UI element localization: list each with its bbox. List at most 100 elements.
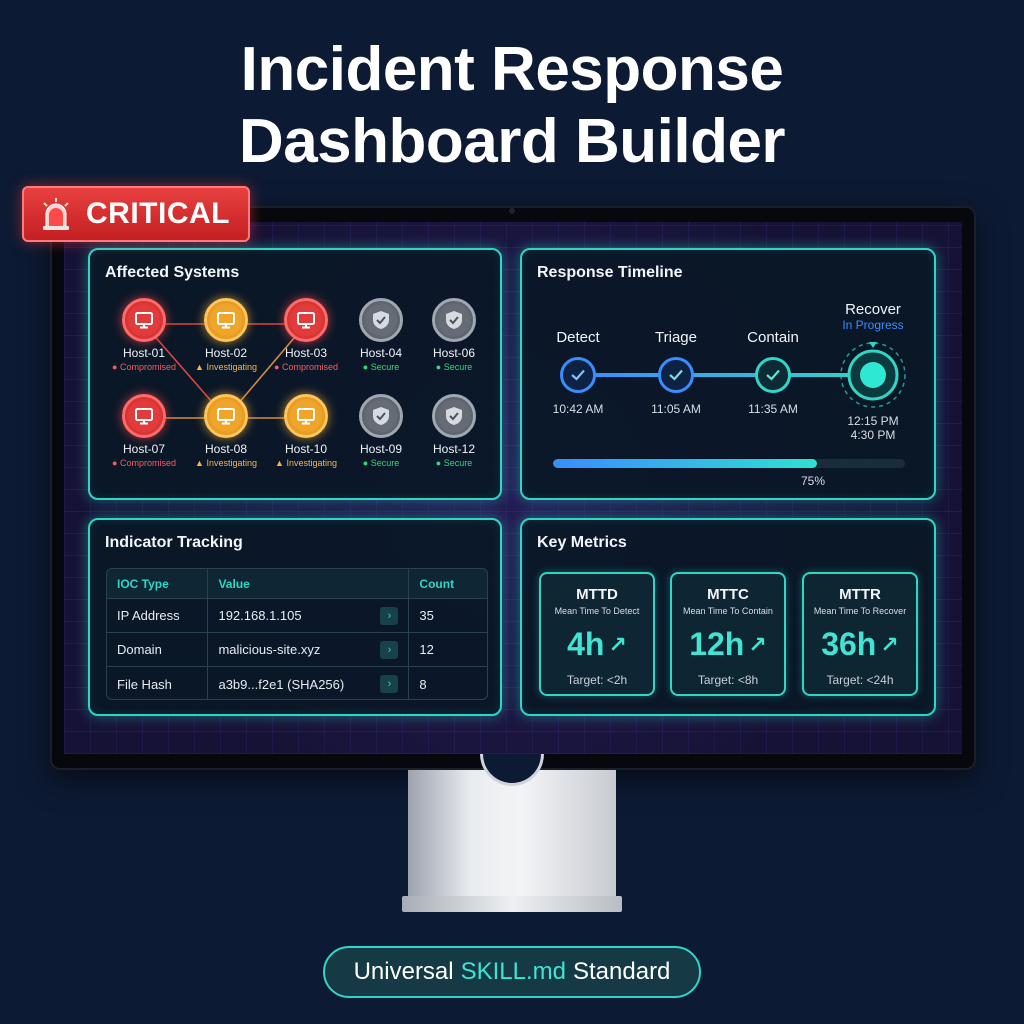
ioc-table-header: IOC Type Value Count xyxy=(107,569,487,599)
host-status-ring xyxy=(432,394,476,438)
metric-value: 4h xyxy=(567,626,605,662)
status-indicator-icon: ▲ xyxy=(275,458,287,468)
host-status-ring xyxy=(284,298,328,342)
host-status-ring xyxy=(204,394,248,438)
chevron-right-icon[interactable]: › xyxy=(380,606,399,625)
timeline-step-contain: Contain xyxy=(728,329,818,346)
chevron-right-icon[interactable]: › xyxy=(380,640,399,659)
status-indicator-icon: ● xyxy=(435,362,444,372)
host-name: Host-01 xyxy=(122,346,166,360)
status-indicator-icon: ● xyxy=(274,362,282,372)
monitor-stand xyxy=(408,770,616,898)
critical-badge: CRITICAL xyxy=(22,186,250,242)
host-status-text: Investigating xyxy=(206,362,257,372)
arrow-up-right-icon: ↗ xyxy=(748,631,767,657)
timeline-step-sublabel: In Progress xyxy=(842,318,904,332)
status-indicator-icon: ▲ xyxy=(195,362,207,372)
response-progress-fill xyxy=(553,459,817,468)
host-node[interactable]: Host-12● Secure xyxy=(419,394,489,468)
metric-value-row: 4h↗ xyxy=(541,626,653,663)
shield-check-icon xyxy=(373,407,389,425)
host-node[interactable]: Host-07● Compromised xyxy=(109,394,179,468)
siren-icon xyxy=(43,198,69,230)
ioc-value-cell: 192.168.1.105› xyxy=(208,599,410,632)
host-status-ring xyxy=(284,394,328,438)
timeline-step-label: Triage xyxy=(655,329,697,346)
host-status-text: Secure xyxy=(370,458,400,468)
page-title-line-2: Dashboard Builder xyxy=(238,107,786,176)
shield-check-icon xyxy=(373,311,389,329)
status-indicator-icon: ● xyxy=(435,458,444,468)
monitor-icon xyxy=(297,408,315,425)
status-indicator-icon: ▲ xyxy=(195,458,207,468)
host-node[interactable]: Host-06 ● Secure xyxy=(419,298,489,372)
ioc-value: a3b9...f2e1 (SHA256) xyxy=(218,676,345,692)
status-indicator-icon: ● xyxy=(362,362,371,372)
host-node[interactable]: Host-10▲ Investigating xyxy=(271,394,341,468)
contain-check-icon xyxy=(755,357,791,393)
monitor-icon xyxy=(297,312,315,329)
monitor-icon xyxy=(217,312,235,329)
metric-value-row: 12h↗ xyxy=(672,626,784,663)
host-name: Host-07 xyxy=(122,442,166,456)
host-node[interactable]: Host-01 ● Compromised xyxy=(109,298,179,372)
host-status-ring xyxy=(122,298,166,342)
status-indicator-icon: ● xyxy=(362,458,371,468)
host-status: ● Compromised xyxy=(109,362,179,372)
response-progress-label: 75% xyxy=(801,474,826,488)
timeline-step-triage: Triage xyxy=(631,329,721,346)
host-status-text: Compromised xyxy=(119,458,176,468)
triage-check-icon xyxy=(658,357,694,393)
ioc-type-cell: File Hash xyxy=(107,667,209,699)
shield-check-icon xyxy=(446,407,462,425)
column-header-ioc-type: IOC Type xyxy=(107,569,209,598)
metric-full-name: Mean Time To Detect xyxy=(554,606,640,616)
metric-value-row: 36h↗ xyxy=(804,626,916,663)
host-name: Host-02 xyxy=(204,346,248,360)
host-name: Host-06 xyxy=(432,346,476,360)
ioc-value-cell: a3b9...f2e1 (SHA256) › xyxy=(208,667,410,699)
chevron-right-icon[interactable]: › xyxy=(380,675,399,693)
page-title-line-1: Incident Response xyxy=(240,35,784,104)
monitor-icon xyxy=(135,408,153,425)
ioc-type-cell: Domain xyxy=(107,633,209,666)
host-status: ● Secure xyxy=(419,362,489,372)
host-status: ● Secure xyxy=(346,362,416,372)
host-status-ring xyxy=(204,298,248,342)
host-node[interactable]: Host-03● Compromised xyxy=(271,298,341,372)
camera-dot xyxy=(509,208,515,214)
host-status-ring xyxy=(432,298,476,342)
host-status-text: Compromised xyxy=(119,362,176,372)
monitor-stand-base xyxy=(402,896,622,912)
timeline-time: 10:42 AM xyxy=(552,402,604,416)
host-node[interactable]: Host-09● Secure xyxy=(346,394,416,468)
metric-value: 12h xyxy=(689,626,745,662)
ioc-count-cell: 8 xyxy=(419,676,427,692)
ioc-type-cell: IP Address xyxy=(107,599,209,632)
timeline-step-recover: Recover In Progress xyxy=(828,301,918,332)
host-node[interactable]: Host-04● Secure xyxy=(346,298,416,372)
host-status-ring xyxy=(359,394,403,438)
timeline-connector xyxy=(578,373,874,377)
metric-abbr: MTTR xyxy=(839,586,881,603)
host-status: ▲ Investigating xyxy=(191,362,261,372)
shield-check-icon xyxy=(446,311,462,329)
host-node[interactable]: Host-02 ▲ Investigating xyxy=(191,298,261,372)
timeline-time: 11:05 AM xyxy=(651,402,701,416)
host-status-text: Secure xyxy=(443,362,473,372)
host-status-text: Investigating xyxy=(286,458,337,468)
timeline-step-label: Recover xyxy=(845,301,901,318)
table-row[interactable]: File Hash a3b9...f2e1 (SHA256) › 8 xyxy=(107,667,487,699)
host-node[interactable]: Host-08▲ Investigating xyxy=(191,394,261,468)
footer-accent: SKILL.md xyxy=(460,958,566,985)
timeline-step-label: Contain xyxy=(747,329,799,346)
timeline-step-detect: Detect xyxy=(533,329,623,346)
